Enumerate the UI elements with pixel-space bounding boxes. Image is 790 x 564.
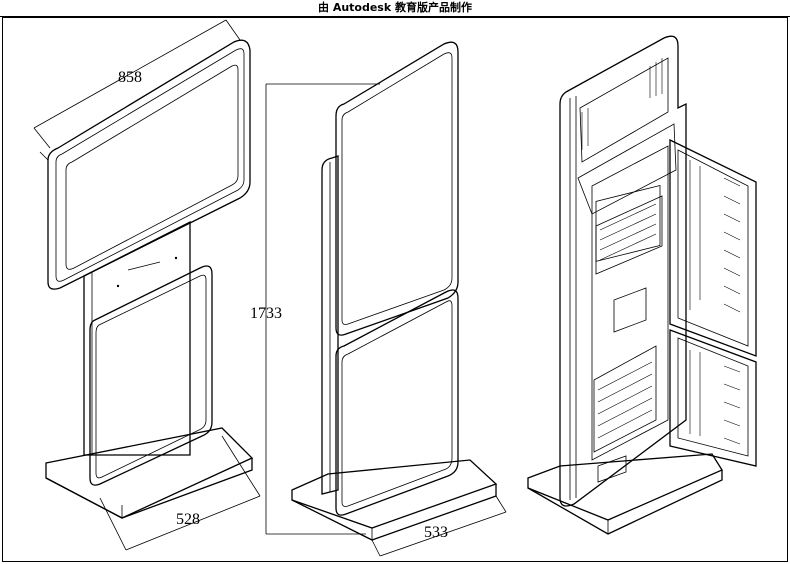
kiosk-column <box>83 220 191 456</box>
dim-screen-width: 858 <box>33 19 241 149</box>
dim-label-533: 533 <box>424 524 448 541</box>
rear-frame <box>559 35 687 507</box>
dim-label-528: 528 <box>176 511 200 528</box>
lower-screen-2 <box>335 289 459 516</box>
tilted-screen <box>39 39 251 290</box>
kiosk-column-2 <box>321 155 339 495</box>
drawing-border <box>2 17 788 562</box>
rear-open-view <box>527 35 757 535</box>
watermark-header: 由 Autodesk 教育版产品制作 <box>0 0 790 17</box>
electronics-bay <box>591 145 669 483</box>
dim-total-height: 1733 <box>250 83 380 535</box>
dim-base-depth: 533 <box>371 495 507 557</box>
dim-label-858: 858 <box>118 69 142 86</box>
dim-base-width: 528 <box>99 435 261 551</box>
kiosk-base-2 <box>291 459 498 541</box>
rear-vents <box>581 58 663 150</box>
dim-label-1733: 1733 <box>250 305 282 322</box>
upper-door <box>669 138 757 357</box>
front-iso-view: 858 528 <box>33 19 261 551</box>
side-iso-view: 1733 533 <box>250 41 507 557</box>
upper-screen-2 <box>335 41 459 336</box>
kiosk-base <box>45 427 254 519</box>
lower-panel <box>89 265 213 486</box>
lower-door <box>669 329 757 467</box>
